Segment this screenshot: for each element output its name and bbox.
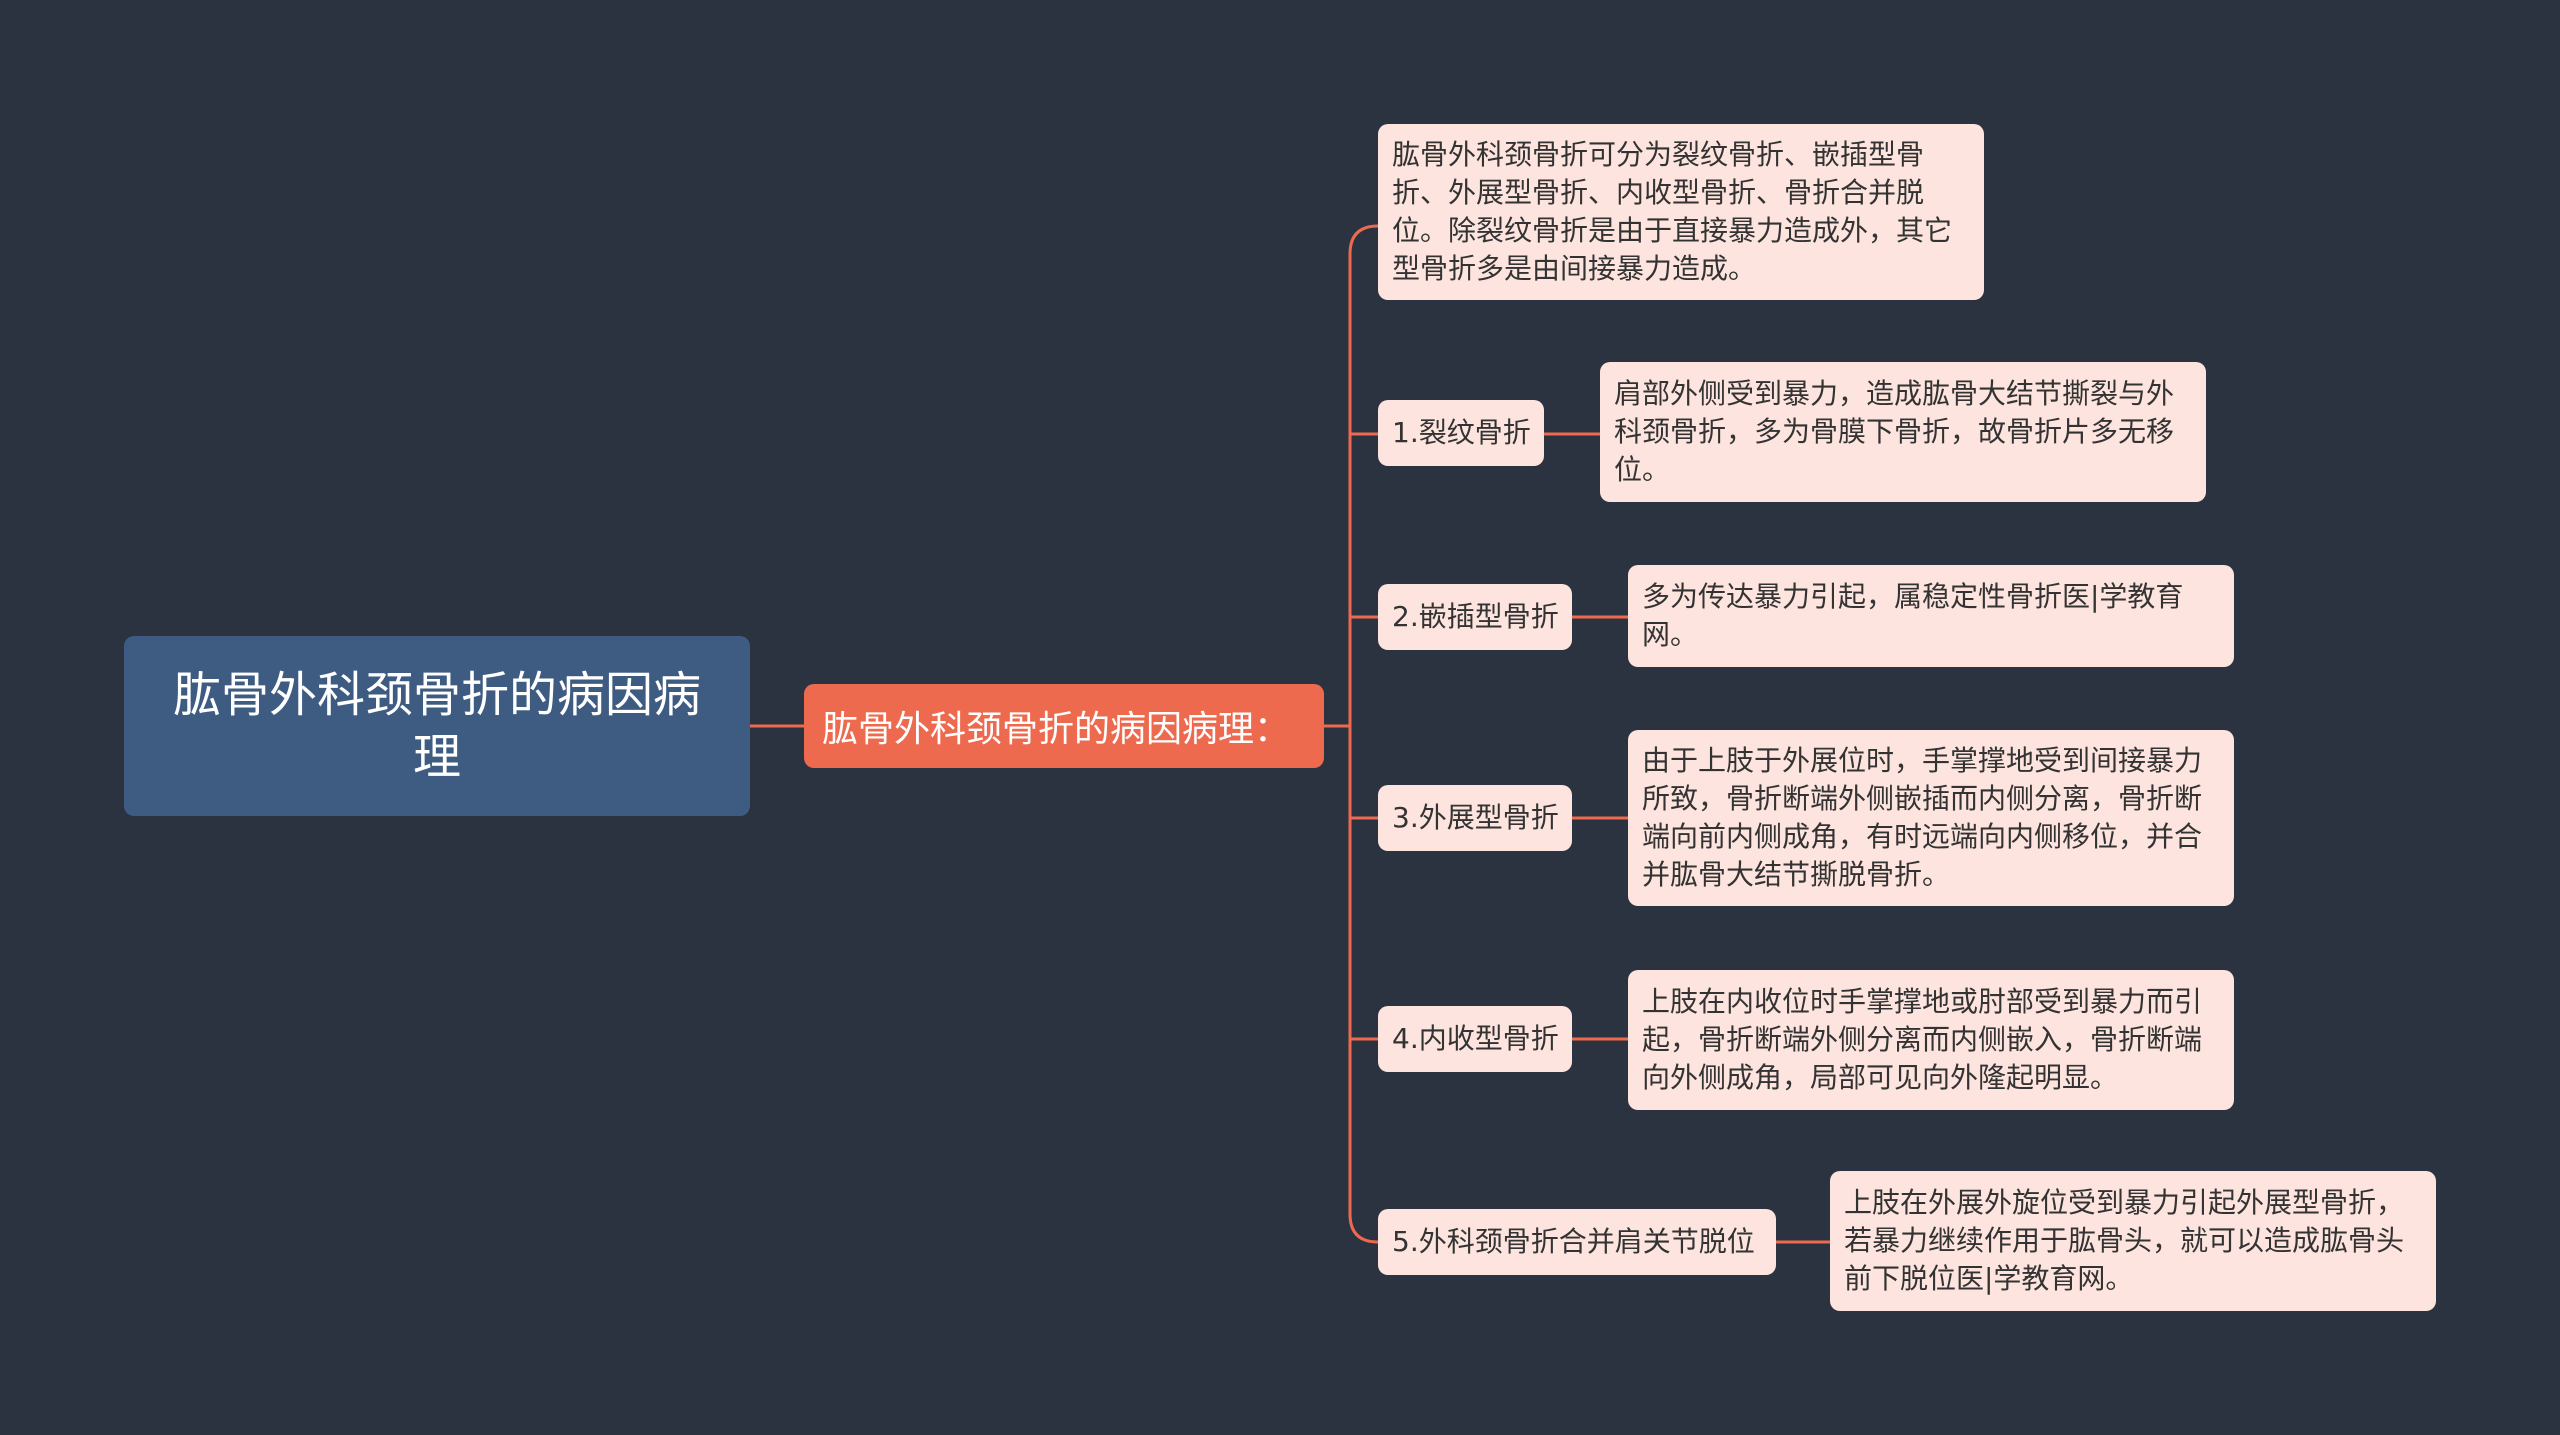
branch-label-1-text: 1.裂纹骨折 <box>1392 416 1531 449</box>
branch-detail-2[interactable]: 多为传达暴力引起，属稳定性骨折医|学教育网。 <box>1628 565 2234 667</box>
branch-detail-1-text: 肩部外侧受到暴力，造成肱骨大结节撕裂与外科颈骨折，多为骨膜下骨折，故骨折片多无移… <box>1614 377 2175 486</box>
branch-label-4[interactable]: 4.内收型骨折 <box>1378 1006 1572 1072</box>
branch-detail-4[interactable]: 上肢在内收位时手掌撑地或肘部受到暴力而引起，骨折断端外侧分离而内侧嵌入，骨折断端… <box>1628 970 2234 1110</box>
branch-detail-4-text: 上肢在内收位时手掌撑地或肘部受到暴力而引起，骨折断端外侧分离而内侧嵌入，骨折断端… <box>1642 985 2203 1094</box>
branch-detail-3-text: 由于上肢于外展位时，手掌撑地受到间接暴力所致，骨折断端外侧嵌插而内侧分离，骨折断… <box>1642 744 2203 891</box>
branch-detail-5-text: 上肢在外展外旋位受到暴力引起外展型骨折，若暴力继续作用于肱骨头，就可以造成肱骨头… <box>1844 1186 2405 1295</box>
branch-label-2-text: 2.嵌插型骨折 <box>1392 600 1559 633</box>
root-topic-text: 肱骨外科颈骨折的病因病理 <box>172 667 701 785</box>
branch-label-5-text: 5.外科颈骨折合并肩关节脱位 <box>1392 1225 1755 1258</box>
branch-detail-3[interactable]: 由于上肢于外展位时，手掌撑地受到间接暴力所致，骨折断端外侧嵌插而内侧分离，骨折断… <box>1628 730 2234 906</box>
branch-detail-2-text: 多为传达暴力引起，属稳定性骨折医|学教育网。 <box>1642 580 2184 651</box>
root-topic[interactable]: 肱骨外科颈骨折的病因病理 <box>124 636 750 816</box>
connector-trunk <box>1348 224 1379 1244</box>
intro-detail-text: 肱骨外科颈骨折可分为裂纹骨折、嵌插型骨折、外展型骨折、内收型骨折、骨折合并脱位。… <box>1392 138 1953 285</box>
branch-label-3-text: 3.外展型骨折 <box>1392 801 1559 834</box>
branch-label-1[interactable]: 1.裂纹骨折 <box>1378 400 1544 466</box>
branch-label-3[interactable]: 3.外展型骨折 <box>1378 785 1572 851</box>
branch-detail-5[interactable]: 上肢在外展外旋位受到暴力引起外展型骨折，若暴力继续作用于肱骨头，就可以造成肱骨头… <box>1830 1171 2436 1311</box>
branch-label-2[interactable]: 2.嵌插型骨折 <box>1378 584 1572 650</box>
branch-detail-1[interactable]: 肩部外侧受到暴力，造成肱骨大结节撕裂与外科颈骨折，多为骨膜下骨折，故骨折片多无移… <box>1600 362 2206 502</box>
intro-detail-node[interactable]: 肱骨外科颈骨折可分为裂纹骨折、嵌插型骨折、外展型骨折、内收型骨折、骨折合并脱位。… <box>1378 124 1984 300</box>
branch-label-5[interactable]: 5.外科颈骨折合并肩关节脱位 <box>1378 1209 1776 1275</box>
main-topic[interactable]: 肱骨外科颈骨折的病因病理： <box>804 684 1324 768</box>
main-topic-text: 肱骨外科颈骨折的病因病理： <box>822 709 1291 750</box>
branch-label-4-text: 4.内收型骨折 <box>1392 1022 1559 1055</box>
